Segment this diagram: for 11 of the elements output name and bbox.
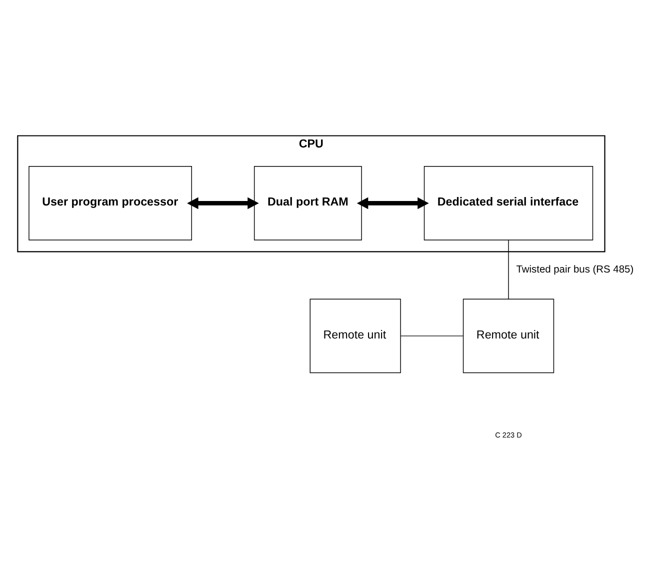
arrow (356, 196, 429, 209)
node-box: Remote unit (310, 298, 401, 373)
node-box: User program processor (28, 166, 192, 240)
connector (400, 335, 464, 336)
edge-label: Twisted pair bus (RS 485) (516, 264, 634, 275)
node-box: Dual port RAM (254, 166, 362, 240)
node-box: Remote unit (462, 298, 554, 373)
label: C 223 D (495, 430, 522, 440)
connector (508, 239, 509, 299)
node-box: Dedicated serial interface (424, 166, 594, 240)
arrow (187, 196, 259, 209)
